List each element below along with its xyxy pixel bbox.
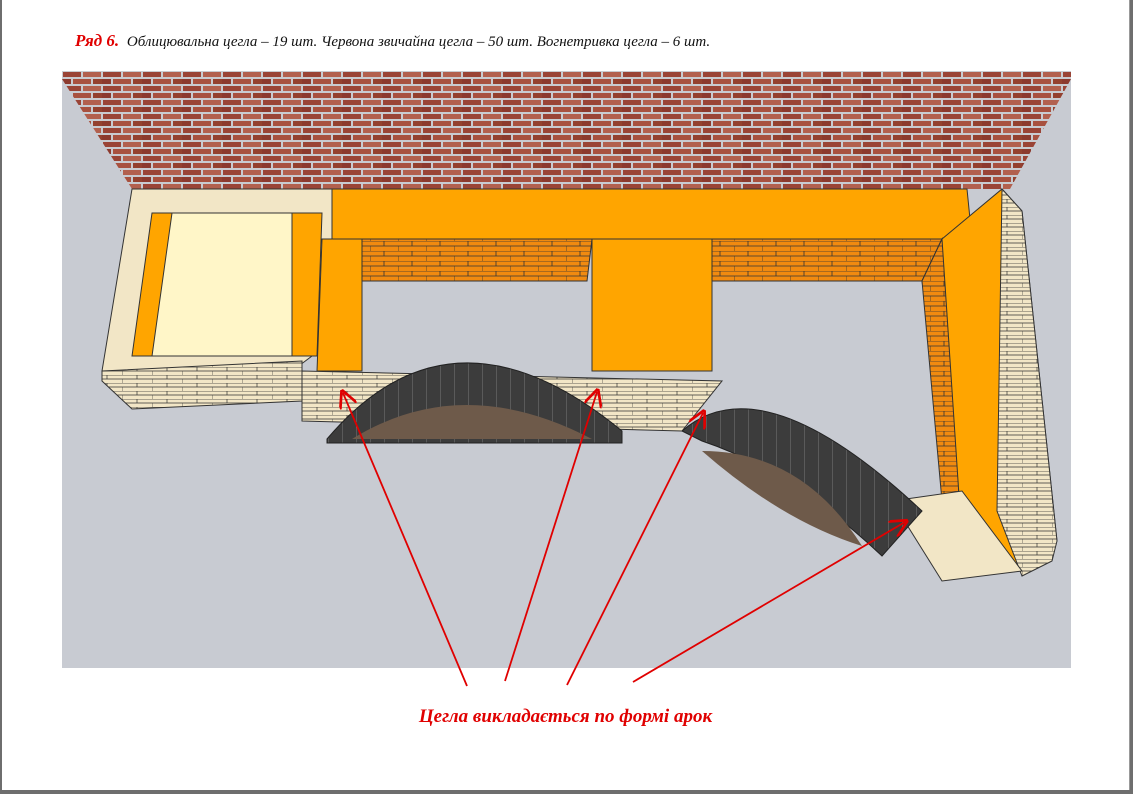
- masonry-row-illustration: [62, 71, 1071, 668]
- arch-caption: Цегла викладається по формі арок: [418, 706, 713, 727]
- row-label: Ряд 6.: [75, 31, 120, 50]
- refractory-bricks: [151, 212, 293, 357]
- row-materials-text: Облицювальна цегла – 19 шт. Червона звич…: [126, 34, 711, 50]
- brick-wall: [62, 71, 1071, 189]
- row-header: Ряд 6. Облицювальна цегла – 19 шт. Черво…: [75, 31, 710, 51]
- middle-pillar: [591, 238, 713, 372]
- orange-top-band: [331, 188, 973, 240]
